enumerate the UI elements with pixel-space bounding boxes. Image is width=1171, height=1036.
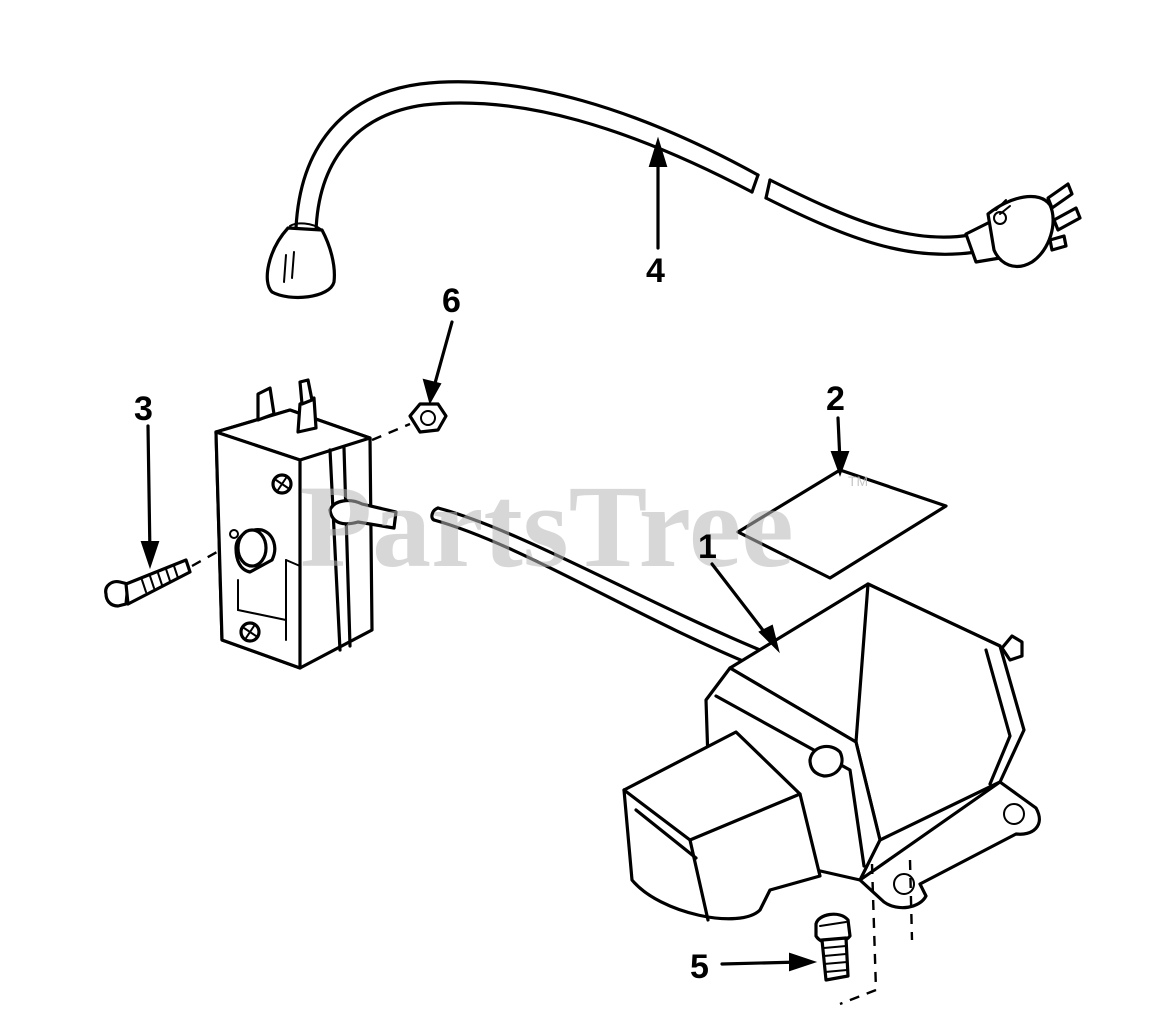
part-4-power-cord[interactable] (265, 80, 1082, 300)
watermark-trademark: TM (848, 473, 868, 489)
part-5-screw[interactable] (814, 912, 852, 982)
callout-5: 5 (690, 948, 709, 986)
part-6-nut[interactable] (408, 402, 448, 434)
part-3-screw[interactable] (104, 546, 225, 608)
callout-1: 1 (698, 528, 717, 566)
callout-2: 2 (826, 380, 845, 418)
part-1-starter-motor[interactable] (622, 582, 1041, 1006)
part-2-decal[interactable] (736, 468, 948, 580)
watermark-text: PartsTree (300, 461, 794, 592)
callout-arrows (140, 136, 850, 972)
callout-3: 3 (134, 390, 153, 428)
callout-4: 4 (646, 252, 665, 290)
switch-assembly[interactable] (214, 378, 411, 670)
wire-lead (430, 506, 762, 666)
callout-6: 6 (442, 282, 461, 320)
